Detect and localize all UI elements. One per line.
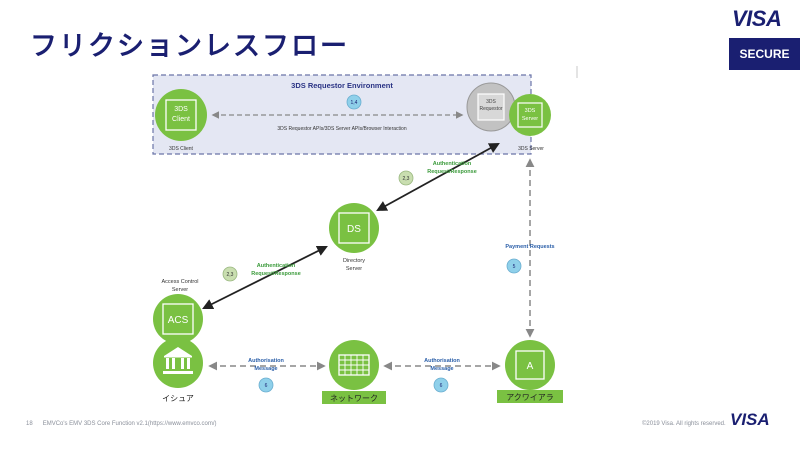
3ds-client-frame (165, 99, 197, 131)
payment-requests-label: Payment Requests (505, 244, 554, 250)
page-title: フリクションレスフロー (30, 31, 349, 62)
secure-badge: SECURE (729, 38, 800, 70)
step-badge-6-left-label: 6 (265, 383, 268, 389)
3ds-requestor-line1: 3DS (486, 99, 496, 105)
3ds-server-frame (517, 102, 543, 128)
step-badge-2-3-lower-label: 2,3 (227, 272, 234, 278)
3ds-requestor-frame (477, 93, 505, 121)
ds-node (329, 203, 379, 253)
footer-source-text: EMVCo's EMV 3DS Core Function v2.1(https… (42, 421, 217, 427)
acquirer-label: A (527, 361, 534, 372)
3ds-server-caption: 3DS Server (518, 146, 544, 152)
step-badge-5 (506, 258, 522, 274)
ds-server-arrow (376, 142, 500, 212)
auth-upper-line2: Request/Response (427, 169, 477, 175)
acquirer-caption-bg (497, 390, 563, 403)
network-caption: ネットワーク (330, 394, 378, 403)
step-badge-2-3-lower (222, 266, 238, 282)
acs-caption-line1: Access Control (162, 279, 199, 285)
ds-label: DS (347, 224, 361, 235)
footer-copyright: ©2019 Visa. All rights reserved. (642, 421, 726, 427)
visa-footer-logo: VISA (730, 410, 770, 429)
ds-frame (338, 212, 370, 244)
3ds-requestor-line2: Requestor (479, 106, 502, 112)
visa-logo: VISA (732, 6, 782, 31)
step-badge-1-4 (346, 94, 362, 110)
step-badge-2-3-upper (398, 170, 414, 186)
authorisation-left-line2: Message (254, 366, 277, 372)
authorisation-left-line1: Authorisation (248, 358, 284, 364)
auth-lower-line1: Authentication (257, 263, 296, 269)
authorisation-right-line1: Authorisation (424, 358, 460, 364)
acs-frame (162, 303, 194, 335)
issuer-caption: イシュア (162, 394, 194, 403)
step-badge-1-4-label: 1,4 (351, 100, 358, 106)
issuer-node (153, 338, 203, 388)
network-caption-bg (322, 391, 386, 404)
step-badge-5-label: 5 (513, 264, 516, 270)
acquirer-frame (515, 350, 545, 380)
acs-node (153, 294, 203, 344)
requestor-environment-label: 3DS Requestor Environment (291, 81, 393, 90)
3ds-client-caption: 3DS Client (169, 146, 194, 152)
step-badge-2-3-upper-label: 2,3 (403, 176, 410, 182)
auth-upper-line1: Authentication (433, 161, 472, 167)
3ds-client-line2: Client (172, 116, 190, 123)
3ds-server-node (509, 94, 551, 136)
3ds-server-line2: Server (522, 116, 538, 122)
step-badge-6-left (258, 377, 274, 393)
ds-caption-line1: Directory (343, 258, 365, 264)
step-badge-6-right (433, 377, 449, 393)
footer-source: 18 EMVCo's EMV 3DS Core Function v2.1(htt… (26, 421, 217, 427)
interaction-label: 3DS Requestor APIs/3DS Server APIs/Brows… (277, 126, 406, 132)
network-grid-icon (338, 354, 370, 376)
ds-acs-arrow (202, 246, 328, 309)
auth-lower-line2: Request/Response (251, 271, 301, 277)
3ds-server-line1: 3DS (525, 108, 536, 114)
3ds-client-line1: 3DS (174, 106, 188, 113)
3ds-client-node (155, 89, 207, 141)
page-number: 18 (26, 421, 33, 427)
step-badge-6-right-label: 6 (440, 383, 443, 389)
bank-icon (163, 347, 193, 374)
acquirer-node (505, 340, 555, 390)
authorisation-right-line2: Message (430, 366, 453, 372)
ds-caption-line2: Server (346, 266, 362, 272)
acs-label: ACS (168, 315, 189, 326)
acquirer-caption: アクワイアラ (506, 393, 554, 402)
acs-caption-line2: Server (172, 287, 188, 293)
